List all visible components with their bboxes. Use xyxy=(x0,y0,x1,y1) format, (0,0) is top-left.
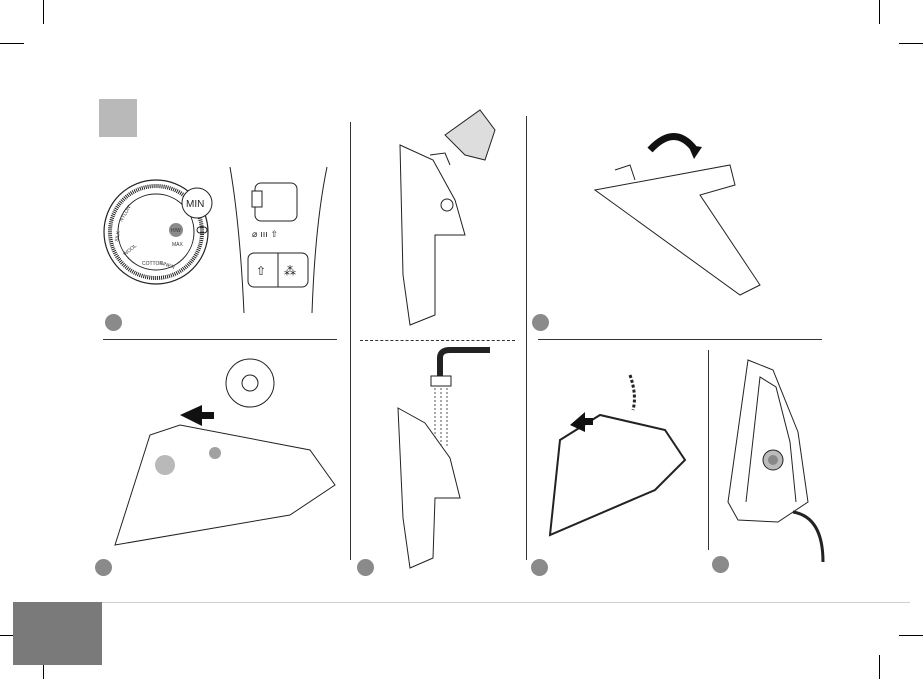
divider-horizontal xyxy=(103,339,337,340)
push-arrow-icon xyxy=(110,355,340,555)
section-marker xyxy=(99,99,137,137)
crop-mark xyxy=(899,43,923,44)
water-tap-icon xyxy=(395,348,495,578)
divider-vertical xyxy=(708,350,709,550)
dial-min-label: MIN xyxy=(186,199,204,210)
divider-dashed xyxy=(360,340,515,341)
step-bullet xyxy=(105,314,122,331)
page-number-tab xyxy=(13,602,102,665)
svg-text:⁂: ⁂ xyxy=(284,264,296,278)
rotate-arrow-icon xyxy=(590,125,770,300)
steam-iron-icon xyxy=(718,352,828,562)
dial-max-label: MAX xyxy=(172,242,184,248)
step-bullet xyxy=(532,314,549,331)
divider-vertical xyxy=(350,122,351,560)
step-bullet xyxy=(531,559,548,576)
water-jug-icon xyxy=(395,105,505,330)
divider-vertical xyxy=(526,116,527,560)
step-bullet xyxy=(357,559,374,576)
crop-mark xyxy=(879,655,880,679)
push-arrow-icon xyxy=(545,370,695,545)
crop-mark xyxy=(43,0,44,24)
steam-control-panel: ⌀ ııı ⇧ ⇧ ⁂ xyxy=(222,165,337,315)
crop-mark xyxy=(879,0,880,24)
dial-badge: H/W xyxy=(171,228,181,234)
svg-text:⇧: ⇧ xyxy=(256,264,266,278)
crop-mark xyxy=(899,635,923,636)
step-bullet xyxy=(95,559,112,576)
footer-divider xyxy=(13,602,910,603)
svg-text:⌀ ııı ⇧: ⌀ ııı ⇧ xyxy=(252,230,278,240)
divider-horizontal xyxy=(538,339,822,340)
crop-mark xyxy=(0,43,24,44)
temperature-dial: MIN H/W MAX NYLON SILK WOOL COTTON LINEN xyxy=(100,180,220,290)
